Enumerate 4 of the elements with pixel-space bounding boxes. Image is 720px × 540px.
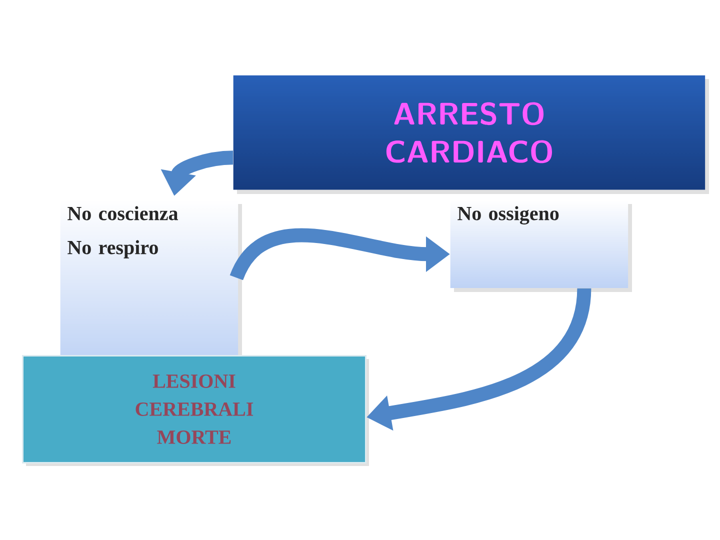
outcome-box: LESIONI CEREBRALI MORTE: [22, 354, 369, 466]
text-box: No ossigeno: [450, 200, 632, 292]
box-title: ARRESTO CARDIACO: [233, 75, 709, 194]
text-box: No coscienza No respiro: [60, 200, 242, 369]
